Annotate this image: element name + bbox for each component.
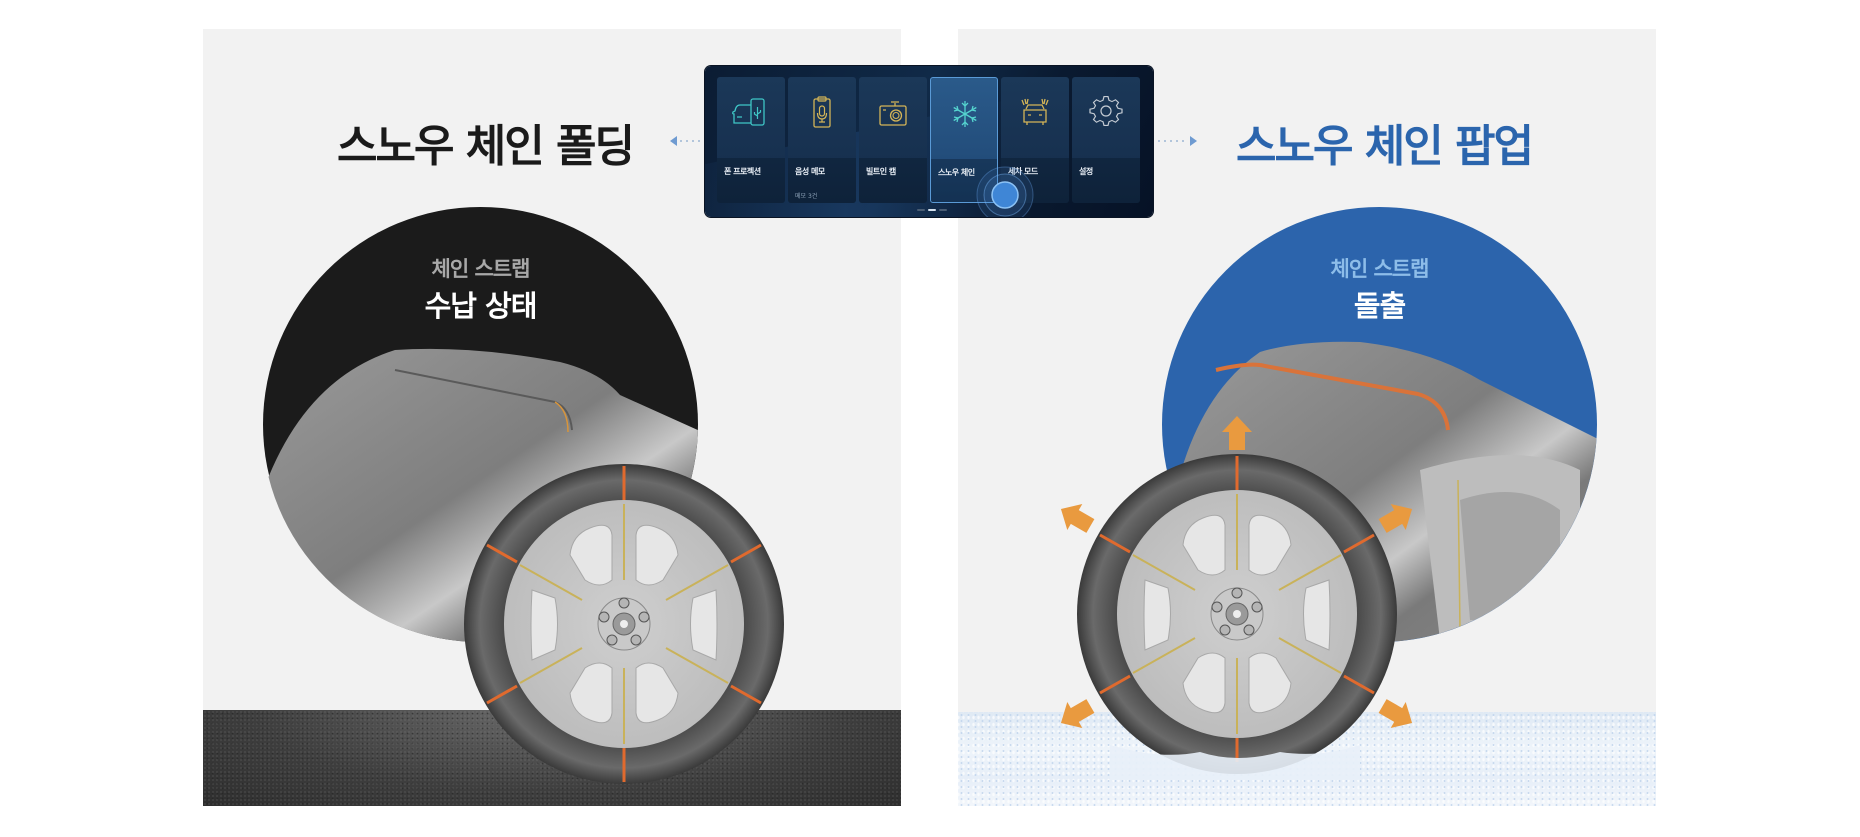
disc-headline: 수납 상태 [424,289,538,323]
arrow-upper-left-icon [1060,504,1095,533]
tile-settings[interactable]: 설정 [1072,77,1140,203]
gear-icon [1089,96,1123,126]
disc-headline: 돌출 [1353,289,1406,323]
page-dot[interactable] [939,209,947,211]
folding-title: 스노우 체인 폴딩 [337,121,635,172]
car-wash-icon [1021,98,1049,125]
tile-label: 세차 모드 [1008,167,1038,176]
touch-indicator-icon [976,166,1034,217]
snowflake-icon [953,101,977,127]
tile-label: 빌트인 캠 [866,167,896,176]
arrow-upper-right-icon [1378,504,1413,533]
voice-memo-icon [813,96,831,128]
page-dot-active[interactable] [928,209,936,211]
arrow-left-icon [670,136,715,146]
built-in-cam-icon [879,101,907,126]
popup-title: 스노우 체인 팝업 [1236,121,1534,172]
tile-label: 스노우 체인 [938,168,975,177]
tile-label: 음성 메모 [795,167,825,176]
phone-projection-icon [732,98,765,126]
arrow-lower-left-icon [1060,699,1095,728]
wheel-right [1077,454,1397,780]
tile-voice-memo[interactable]: 음성 메모 메모 3건 [788,77,856,203]
arrow-up-icon [1222,416,1252,450]
outward-arrows [1060,416,1413,728]
arrow-right-icon [1152,136,1197,146]
arrow-lower-right-icon [1378,699,1413,728]
tile-label: 폰 프로젝션 [724,167,761,176]
tile-sublabel: 메모 3건 [795,193,818,200]
wheel-left [464,464,784,784]
disc-subtitle: 체인 스트랩 [431,257,531,281]
page-dot[interactable] [917,209,925,211]
tile-label: 설정 [1079,167,1093,176]
page-indicator [917,209,947,211]
tile-snow-chain[interactable]: 스노우 체인 [930,77,998,203]
infotainment-screen: 폰 프로젝션 음성 메모 메모 3건 빌트인 캠 [705,66,1153,217]
tile-phone-projection[interactable]: 폰 프로젝션 [717,77,785,203]
disc-subtitle: 체인 스트랩 [1330,257,1430,281]
tile-built-in-cam[interactable]: 빌트인 캠 [859,77,927,203]
